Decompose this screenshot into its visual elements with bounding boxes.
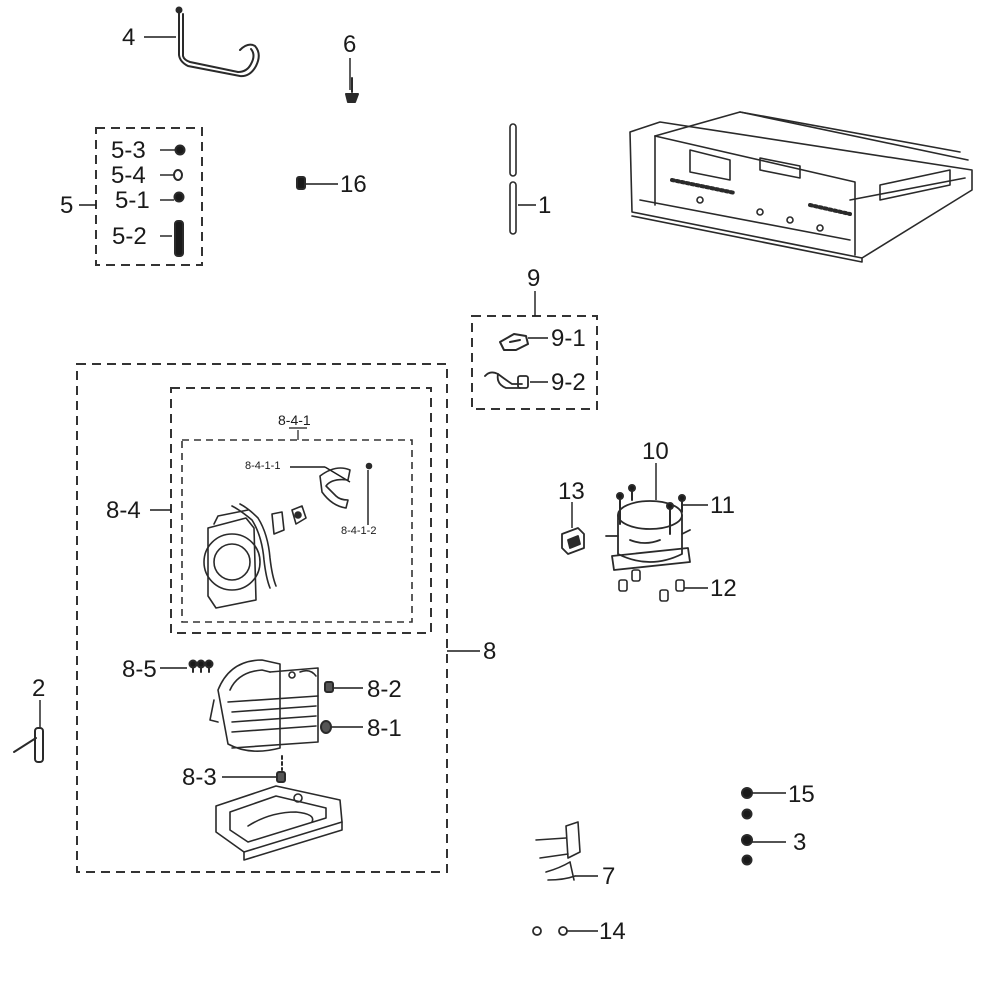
label-8: 8 [483, 638, 497, 665]
label-15: 15 [788, 781, 815, 808]
label-8-2: 8-2 [367, 676, 402, 703]
machine-room-housing-drawing [629, 111, 973, 263]
group-box-5 [95, 127, 203, 266]
part-15-3-caps-drawing [741, 787, 753, 866]
label-8-3: 8-3 [182, 764, 217, 791]
part-10-compressor-drawing [605, 500, 691, 571]
part-13-relay-drawing [561, 527, 585, 555]
label-9: 9 [527, 265, 541, 292]
part-7-harness-drawing [535, 821, 581, 881]
part-5-set-drawing [173, 144, 186, 257]
label-8-1: 8-1 [367, 715, 402, 742]
label-8-4-1: 8-4-1 [278, 412, 311, 428]
part-8-5-screws-drawing [188, 659, 214, 673]
part-9-1-bracket-drawing [499, 333, 529, 351]
label-5-3: 5-3 [111, 137, 146, 164]
label-5: 5 [60, 192, 74, 219]
part-1-tubes-drawing [509, 123, 517, 235]
label-7: 7 [602, 863, 616, 890]
label-11: 11 [710, 492, 735, 519]
label-8-5: 8-5 [122, 656, 157, 683]
label-5-1: 5-1 [115, 187, 150, 214]
label-4: 4 [122, 24, 136, 51]
group-box-8-4-1 [181, 439, 413, 623]
label-9-2: 9-2 [551, 369, 586, 396]
label-5-4: 5-4 [111, 162, 146, 189]
label-3: 3 [793, 829, 807, 856]
part-8-1-grommet-drawing [320, 720, 332, 734]
part-4-harness-drawing [175, 6, 260, 78]
label-5-2: 5-2 [112, 223, 147, 250]
label-10: 10 [642, 438, 669, 465]
label-2: 2 [32, 675, 46, 702]
label-1: 1 [538, 192, 552, 219]
part-14-rings-drawing [532, 926, 568, 936]
label-12: 12 [710, 575, 737, 602]
part-2-sensor-drawing [13, 727, 44, 763]
label-16: 16 [340, 171, 367, 198]
part-9-2-cord-drawing [484, 371, 529, 389]
part-8-2-clip-drawing [324, 681, 334, 693]
label-8-4-1-2: 8-4-1-2 [341, 525, 377, 537]
part-16-cap-drawing [296, 176, 306, 190]
group-box-8 [76, 363, 448, 873]
part-6-plug-drawing [345, 77, 359, 103]
part-8-4-fan-assembly-drawing [203, 462, 373, 609]
label-14: 14 [599, 918, 626, 945]
leader-lines [39, 36, 786, 932]
evaporator-tray-drawing [215, 785, 343, 861]
label-8-4: 8-4 [106, 497, 141, 524]
part-11-bolts-drawing [616, 484, 686, 535]
label-8-4-1-1: 8-4-1-1 [245, 460, 281, 472]
part-8-3-fitting-drawing [276, 755, 286, 783]
label-9-1: 9-1 [551, 325, 586, 352]
label-6: 6 [343, 31, 357, 58]
label-13: 13 [558, 478, 585, 505]
part-12-grommets-drawing [618, 569, 685, 602]
part-8-evaporator-drawing [209, 659, 319, 752]
